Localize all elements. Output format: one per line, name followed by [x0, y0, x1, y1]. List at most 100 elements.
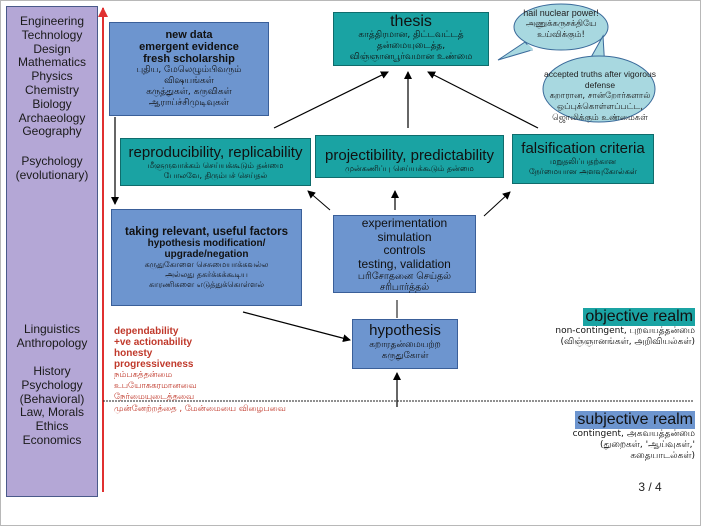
- box-line-ta: போலவே, திரும்பச் செய்தல்: [163, 171, 268, 180]
- box-line: new data: [165, 29, 213, 41]
- value-item-ta: நம்பகத்தன்மை: [114, 370, 173, 380]
- objective-realm: objective realm non-contingent, புறவயத்த…: [500, 306, 695, 348]
- box-title: falsification criteria: [521, 140, 645, 157]
- objective-realm-title: objective realm: [583, 308, 695, 326]
- values-list: dependability +ve actionability honesty …: [114, 326, 344, 415]
- subjective-realm: subjective realm contingent, அகவயத்தன்மை…: [500, 409, 695, 462]
- bubble-line-ta: கறாரான, சான்றோர்களால்: [549, 91, 651, 101]
- discipline: Technology: [21, 27, 83, 42]
- discipline: Design: [33, 41, 71, 56]
- box-line-ta: மீளுருவாக்கம் செய்யக்கூடும் தன்மை: [147, 161, 284, 170]
- subjective-disciplines: History Psychology (Behavioral) Law, Mor…: [7, 364, 97, 448]
- discipline: (Behavioral): [19, 391, 85, 406]
- bubble-line-ta: உய்விக்கும்!: [537, 30, 585, 40]
- box-line-ta: விஷயங்கள்: [164, 76, 214, 86]
- box-line: simulation: [377, 229, 432, 244]
- realm-sub-line: contingent, அகவயத்தன்மை: [572, 429, 695, 439]
- box-line: controls: [383, 243, 426, 257]
- arrow-exp-to-falsif: [483, 191, 511, 217]
- box-line-ta: காரணிகளை எடுத்துக்கொள்ளல்: [148, 280, 265, 289]
- arrow-exp-to-repro: [307, 190, 331, 211]
- experimentation-box: experimentation simulation controls test…: [333, 215, 476, 293]
- box-line-ta: அல்லது தகர்க்கக்கூடிய: [165, 270, 248, 279]
- realm-sub-line: non-contingent, புறவயத்தன்மை: [555, 326, 695, 336]
- value-item: dependability: [114, 326, 179, 337]
- bubble-line-ta: அணுக்கருசக்தியே: [525, 19, 597, 29]
- value-item: progressiveness: [114, 359, 194, 370]
- box-title: thesis: [390, 13, 432, 30]
- disciplines-sidebar: Engineering Technology Design Mathematic…: [6, 6, 98, 497]
- bubble-line-ta: ஒப்புக்கொள்ளப்பட்ட,: [557, 102, 643, 112]
- mid-disciplines: Linguistics Anthropology: [7, 322, 97, 351]
- box-line-ta: முன்கணிப்பு செய்யக்கூடும் தன்மை: [345, 164, 474, 173]
- realm-sub-line: கதையாடல்கள்): [630, 451, 695, 461]
- box-line-ta: காத்திரமான, திட்டவட்டத்: [358, 30, 464, 40]
- realm-sub-line: (துறைகள், 'ஆய்வுகள்,': [600, 440, 695, 450]
- box-title: hypothesis: [369, 322, 441, 339]
- box-line-ta: தன்மையுடைத்த,: [376, 41, 446, 51]
- box-line: experimentation: [361, 216, 448, 230]
- bubble-line: hail nuclear power!: [523, 8, 599, 18]
- discipline: Engineering: [19, 14, 85, 28]
- arrow-falsif-to-thesis: [427, 71, 539, 129]
- bubble-accepted-text: accepted truths after vigorous defense க…: [540, 69, 660, 124]
- box-line-ta: கறாரதன்மையற்ற: [369, 340, 441, 350]
- new-data-box: new data emergent evidence fresh scholar…: [109, 22, 269, 116]
- box-line-ta: ஆராய்ச்சிமுடிவுகள்: [148, 98, 230, 108]
- discipline: Mathematics: [17, 55, 87, 70]
- box-line: hypothesis modification/: [147, 238, 266, 249]
- box-line: testing, validation: [358, 256, 451, 271]
- discipline: Linguistics: [23, 322, 81, 336]
- discipline: Ethics: [35, 419, 69, 434]
- discipline: Biology: [32, 96, 72, 111]
- box-line-ta: நேர்மையான அளவுகோல்கள்: [528, 167, 638, 176]
- hypothesis-box: hypothesis கறாரதன்மையற்ற கருதுகோள்: [352, 319, 458, 369]
- page-indicator: 3 / 4: [638, 480, 662, 494]
- bubble-line-ta: ஜொலிக்கும் உண்மைகள்: [552, 113, 648, 123]
- bubble-line: accepted truths after vigorous defense: [544, 69, 656, 90]
- discipline: Psychology: [21, 377, 83, 392]
- discipline: Geography: [22, 124, 82, 139]
- discipline: Law, Morals: [19, 405, 85, 420]
- bubble-nuclear: [497, 3, 609, 61]
- box-title: reproducibility, replicability: [128, 144, 303, 161]
- subjective-realm-title: subjective realm: [575, 411, 695, 429]
- box-line-ta: கருத்துகள், கருவிகள்: [146, 87, 232, 97]
- box-title: projectibility, predictability: [325, 147, 494, 164]
- realm-sub-line: (விஞ்ஞானங்கள், அறிவியல்கள்): [560, 337, 695, 347]
- value-item: +ve actionability: [114, 337, 193, 348]
- box-line-ta: கருதுகோள்: [381, 351, 429, 361]
- discipline: Physics: [31, 69, 73, 84]
- relevant-factors-box: taking relevant, useful factors hypothes…: [111, 209, 302, 306]
- reproducibility-box: reproducibility, replicability மீளுருவாக…: [120, 138, 311, 186]
- value-item-ta: முன்னேற்றத்தை , மேன்மையை விழைபவை: [114, 404, 286, 414]
- thesis-box: thesis காத்திரமான, திட்டவட்டத் தன்மையுடை…: [333, 12, 489, 66]
- value-item-ta: நேர்மையுடைத்தவை: [114, 392, 195, 402]
- box-line-ta: விஞ்ஞானபூர்வமான உண்மை: [349, 52, 473, 62]
- box-line-ta: பரிசோதனை செய்தல்: [357, 271, 452, 282]
- discipline: Anthropology: [16, 335, 88, 350]
- arrow-factors-to-hyp: [242, 311, 351, 343]
- value-item-ta: உபயோககரமானவை: [114, 381, 197, 391]
- discipline: Economics: [22, 432, 82, 447]
- box-line-ta: சரிபார்த்தல்: [379, 282, 430, 293]
- box-line-ta: கருதுகோளை செசுமையாக்கவல்ல: [144, 260, 269, 269]
- box-line-ta: மறுதலிப்பதற்கான: [549, 157, 617, 166]
- arrow-repro-to-thesis: [273, 71, 389, 129]
- discipline: (evolutionary): [15, 167, 89, 182]
- bubble-accepted: [542, 34, 656, 123]
- discipline: Archaeology: [18, 110, 86, 125]
- discipline: Psychology: [21, 154, 83, 168]
- objective-disciplines: Engineering Technology Design Mathematic…: [7, 14, 97, 139]
- box-line: upgrade/negation: [164, 249, 249, 260]
- bubble-nuclear-text: hail nuclear power! அணுக்கருசக்தியே உய்வ…: [514, 8, 608, 41]
- projectibility-box: projectibility, predictability முன்கணிப்…: [315, 135, 504, 178]
- box-line-ta: புதிய, மேலெழும்பிவரும்: [136, 65, 242, 75]
- falsification-box: falsification criteria மறுதலிப்பதற்கான ந…: [512, 134, 654, 184]
- box-line: emergent evidence: [139, 41, 239, 53]
- discipline: History: [33, 364, 71, 378]
- box-title: taking relevant, useful factors: [125, 226, 288, 238]
- value-item: honesty: [114, 348, 153, 359]
- evolutionary-disciplines: Psychology (evolutionary): [7, 154, 97, 183]
- box-line: fresh scholarship: [143, 53, 235, 65]
